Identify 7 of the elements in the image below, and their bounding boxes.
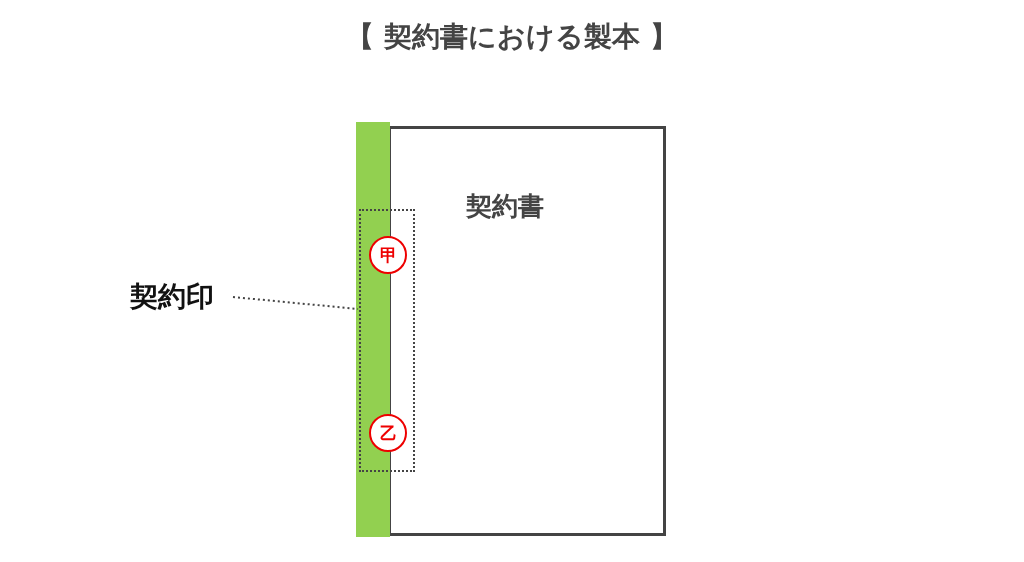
seal-character: 乙 [379, 421, 397, 445]
document-title: 契約書 [466, 190, 544, 223]
title: 【 契約書における製本 】 [345, 19, 679, 55]
leader-line [232, 296, 359, 310]
seal-character: 甲 [379, 243, 397, 267]
callout-text: 契約印 [130, 280, 214, 313]
seal-area [359, 209, 415, 472]
